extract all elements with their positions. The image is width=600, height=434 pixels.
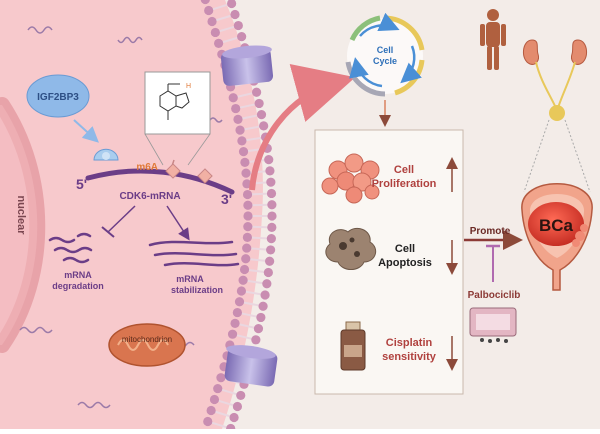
lipid-head	[265, 257, 274, 266]
lipid-head	[242, 243, 251, 252]
lipid-head	[233, 308, 242, 317]
cisplatin-label-line2: sensitivity	[382, 351, 437, 363]
cell-cycle-label-line1: Cell	[377, 45, 394, 55]
lipid-head	[228, 330, 237, 339]
membrane-channel-protein	[220, 43, 273, 86]
lipid-head	[210, 395, 219, 404]
lipid-head	[214, 39, 223, 48]
reader-protein-pocket	[102, 152, 110, 160]
lipid-head	[264, 155, 273, 164]
lipid-head	[257, 110, 266, 119]
lipid-head	[229, 93, 238, 102]
lipid-head	[241, 169, 250, 178]
cell-cycle-label-line2: Cycle	[373, 56, 397, 66]
lipid-head	[238, 276, 247, 285]
apoptotic-body	[339, 242, 347, 250]
lipid-head	[243, 190, 252, 199]
lipid-head	[237, 32, 246, 41]
apoptosis-label-line2: Apoptosis	[378, 257, 432, 269]
lipid-head	[243, 233, 252, 242]
lipid-head	[259, 121, 268, 130]
lipid-head	[236, 391, 245, 400]
apoptotic-body	[350, 238, 355, 243]
palbociclib-label: Palbociclib	[468, 290, 521, 301]
lipid-head	[267, 200, 276, 209]
lipid-head	[239, 147, 248, 156]
lipid-head	[216, 373, 225, 382]
lipid-head	[231, 104, 240, 113]
lipid-head	[251, 335, 260, 344]
m6a-label: m6A	[136, 162, 158, 173]
lipid-head	[240, 265, 249, 274]
proliferation-label-line1: Cell	[394, 164, 414, 176]
m6a-methyl-mark: H	[186, 83, 191, 90]
mrna-stabilization-label-line1: mRNA	[176, 274, 204, 284]
mitochondrion-label: mitochondrion	[122, 335, 172, 344]
lipid-head	[235, 126, 244, 135]
lipid-head	[207, 406, 216, 415]
lipid-head	[265, 166, 274, 175]
promote-label: Promote	[470, 226, 511, 237]
lipid-head	[230, 10, 239, 19]
lipid-head	[203, 417, 212, 426]
lipid-head	[255, 99, 264, 108]
lipid-head	[243, 222, 252, 231]
three-prime-label: 3'	[221, 191, 232, 207]
lipid-head	[234, 21, 243, 30]
lipid-head	[267, 189, 276, 198]
m6a-structure-box	[145, 72, 210, 134]
lipid-head	[264, 268, 273, 277]
lipid-head	[204, 6, 213, 15]
lipid-head	[211, 28, 220, 37]
bca-label: BCa	[539, 216, 574, 235]
lipid-head	[237, 286, 246, 295]
lipid-head	[235, 297, 244, 306]
lipid-head	[233, 115, 242, 124]
lipid-head	[252, 88, 261, 97]
lipid-head	[240, 158, 249, 167]
apoptotic-body	[354, 251, 360, 257]
lipid-head	[262, 279, 271, 288]
lipid-head	[254, 324, 263, 333]
nuclear-label: nuclear	[15, 195, 27, 235]
lipid-head	[260, 290, 269, 299]
proliferation-label-line2: Proliferation	[372, 178, 437, 190]
five-prime-label: 5'	[76, 176, 87, 192]
lipid-head	[267, 223, 276, 232]
lipid-head	[230, 319, 239, 328]
lipid-head	[207, 17, 216, 26]
lipid-head	[267, 211, 276, 220]
mrna-degradation-label-line1: mRNA	[64, 270, 92, 280]
lipid-head	[229, 413, 238, 422]
lipid-head	[258, 302, 267, 311]
lipid-head	[267, 234, 276, 243]
cdk6-mrna-label: CDK6-mRNA	[119, 191, 180, 202]
lipid-head	[243, 211, 252, 220]
lipid-head	[256, 313, 265, 322]
lipid-head	[266, 178, 275, 187]
small-bladder-icon	[549, 105, 565, 121]
igf2bp3-label: IGF2BP3	[37, 92, 79, 103]
lipid-head	[233, 402, 242, 411]
cisplatin-label-line1: Cisplatin	[386, 337, 433, 349]
lipid-head	[237, 136, 246, 145]
apoptosis-label-line1: Cell	[395, 243, 415, 255]
lipid-head	[213, 384, 222, 393]
lipid-head	[241, 254, 250, 263]
lipid-head	[243, 201, 252, 210]
mrna-degradation-label-line2: degradation	[52, 281, 104, 291]
lipid-head	[266, 245, 275, 254]
mrna-stabilization-label-line2: stabilization	[171, 285, 223, 295]
